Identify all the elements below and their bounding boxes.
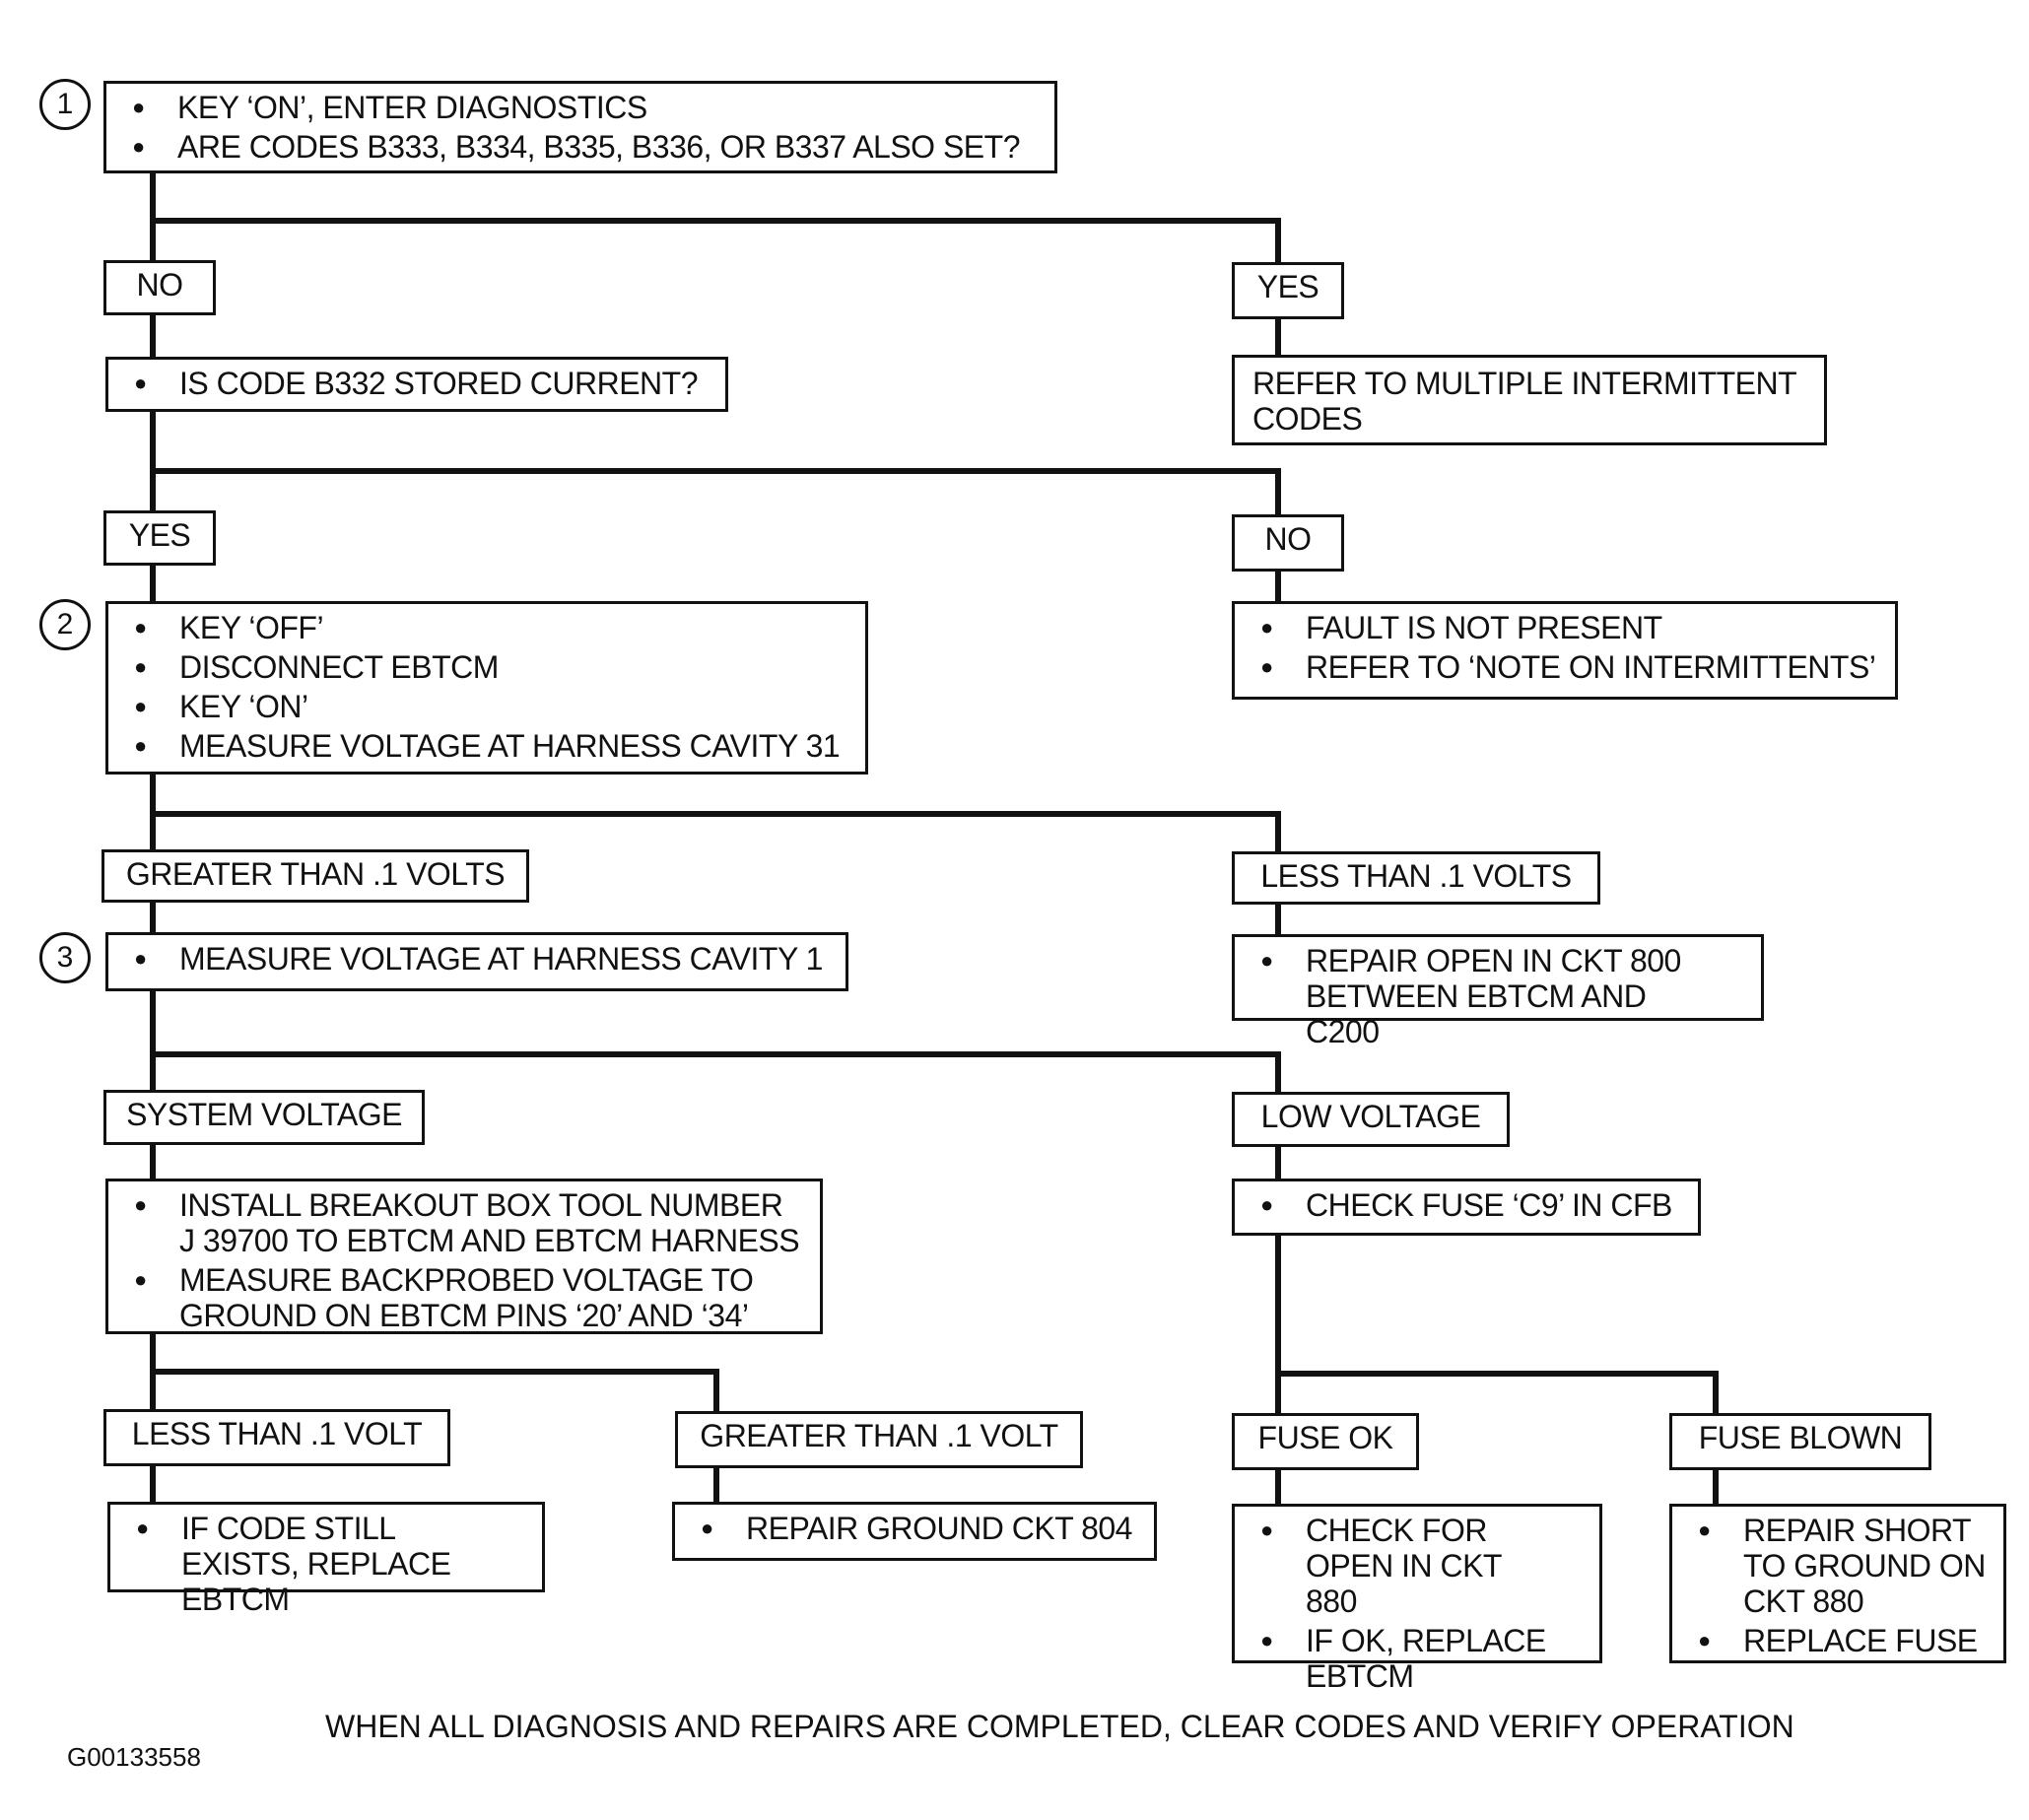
step-3-item: MEASURE VOLTAGE AT HARNESS CAVITY 1: [134, 941, 832, 977]
step-1-item: ARE CODES B333, B334, B335, B336, OR B33…: [132, 129, 1041, 165]
breakout-item: INSTALL BREAKOUT BOX TOOL NUMBER J 39700…: [134, 1187, 806, 1258]
code-b332-item: IS CODE B332 STORED CURRENT?: [134, 366, 711, 401]
repair-short-ckt-880-item: REPAIR SHORT TO GROUND ON CKT 880: [1698, 1513, 1990, 1619]
step-2-item: KEY ‘ON’: [134, 689, 851, 724]
check-open-ckt-880-item: IF OK, REPLACE EBTCM: [1260, 1623, 1586, 1694]
step-2-box: KEY ‘OFF’ DISCONNECT EBTCM KEY ‘ON’ MEAS…: [105, 601, 868, 775]
answer-fuse-ok: FUSE OK: [1232, 1413, 1419, 1470]
answer-no-1: NO: [103, 260, 216, 315]
step-3-box: MEASURE VOLTAGE AT HARNESS CAVITY 1: [105, 932, 848, 991]
check-open-ckt-880-item: CHECK FOR OPEN IN CKT 880: [1260, 1513, 1586, 1619]
code-b332-box: IS CODE B332 STORED CURRENT?: [105, 357, 728, 412]
answer-less-than-01-volts: LESS THAN .1 VOLTS: [1232, 851, 1600, 905]
repair-open-ckt-800-box: REPAIR OPEN IN CKT 800 BETWEEN EBTCM AND…: [1232, 934, 1764, 1049]
figure-id: G00133558: [67, 1742, 201, 1772]
step-3-number: 3: [39, 932, 91, 983]
step-1-box: KEY ‘ON’, ENTER DIAGNOSTICS ARE CODES B3…: [103, 81, 1057, 173]
repair-ground-box: REPAIR GROUND CKT 804: [672, 1502, 1157, 1561]
check-fuse-item: CHECK FUSE ‘C9’ IN CFB: [1260, 1187, 1684, 1223]
fault-not-present-box: FAULT IS NOT PRESENT REFER TO ‘NOTE ON I…: [1232, 601, 1898, 700]
breakout-box-instructions: INSTALL BREAKOUT BOX TOOL NUMBER J 39700…: [105, 1179, 823, 1334]
step-2-item: DISCONNECT EBTCM: [134, 649, 851, 685]
fault-not-present-item: FAULT IS NOT PRESENT: [1260, 610, 1881, 645]
fault-not-present-item: REFER TO ‘NOTE ON INTERMITTENTS’: [1260, 649, 1881, 685]
step-2-item: MEASURE VOLTAGE AT HARNESS CAVITY 31: [134, 728, 851, 764]
answer-no-2: NO: [1232, 514, 1344, 572]
answer-greater-than-01-volt: GREATER THAN .1 VOLT: [675, 1411, 1083, 1468]
answer-yes-1: YES: [1232, 262, 1344, 319]
answer-system-voltage: SYSTEM VOLTAGE: [103, 1090, 425, 1145]
step-2-item: KEY ‘OFF’: [134, 610, 851, 645]
repair-short-ckt-880-box: REPAIR SHORT TO GROUND ON CKT 880 REPLAC…: [1669, 1504, 2006, 1663]
step-1-item: KEY ‘ON’, ENTER DIAGNOSTICS: [132, 90, 1041, 125]
check-fuse-box: CHECK FUSE ‘C9’ IN CFB: [1232, 1179, 1701, 1236]
step-1-number: 1: [39, 79, 91, 130]
repair-short-ckt-880-item: REPLACE FUSE: [1698, 1623, 1990, 1658]
answer-low-voltage: LOW VOLTAGE: [1232, 1092, 1510, 1147]
check-open-ckt-880-box: CHECK FOR OPEN IN CKT 880 IF OK, REPLACE…: [1232, 1504, 1602, 1694]
repair-ground-item: REPAIR GROUND CKT 804: [701, 1511, 1140, 1546]
multiple-codes-box: REFER TO MULTIPLE INTERMITTENT CODES: [1232, 355, 1827, 445]
answer-less-than-01-volt: LESS THAN .1 VOLT: [103, 1409, 450, 1466]
breakout-item: MEASURE BACKPROBED VOLTAGE TO GROUND ON …: [134, 1262, 806, 1333]
repair-open-ckt-800-item: REPAIR OPEN IN CKT 800 BETWEEN EBTCM AND…: [1260, 943, 1747, 1049]
replace-ebtcm-box: IF CODE STILL EXISTS, REPLACE EBTCM: [107, 1502, 545, 1617]
replace-ebtcm-item: IF CODE STILL EXISTS, REPLACE EBTCM: [136, 1511, 528, 1617]
footer-note: WHEN ALL DIAGNOSIS AND REPAIRS ARE COMPL…: [325, 1709, 1794, 1744]
answer-greater-than-01-volts: GREATER THAN .1 VOLTS: [101, 849, 529, 903]
step-2-number: 2: [39, 599, 91, 650]
answer-fuse-blown: FUSE BLOWN: [1669, 1413, 1931, 1470]
answer-yes-2: YES: [103, 510, 216, 566]
